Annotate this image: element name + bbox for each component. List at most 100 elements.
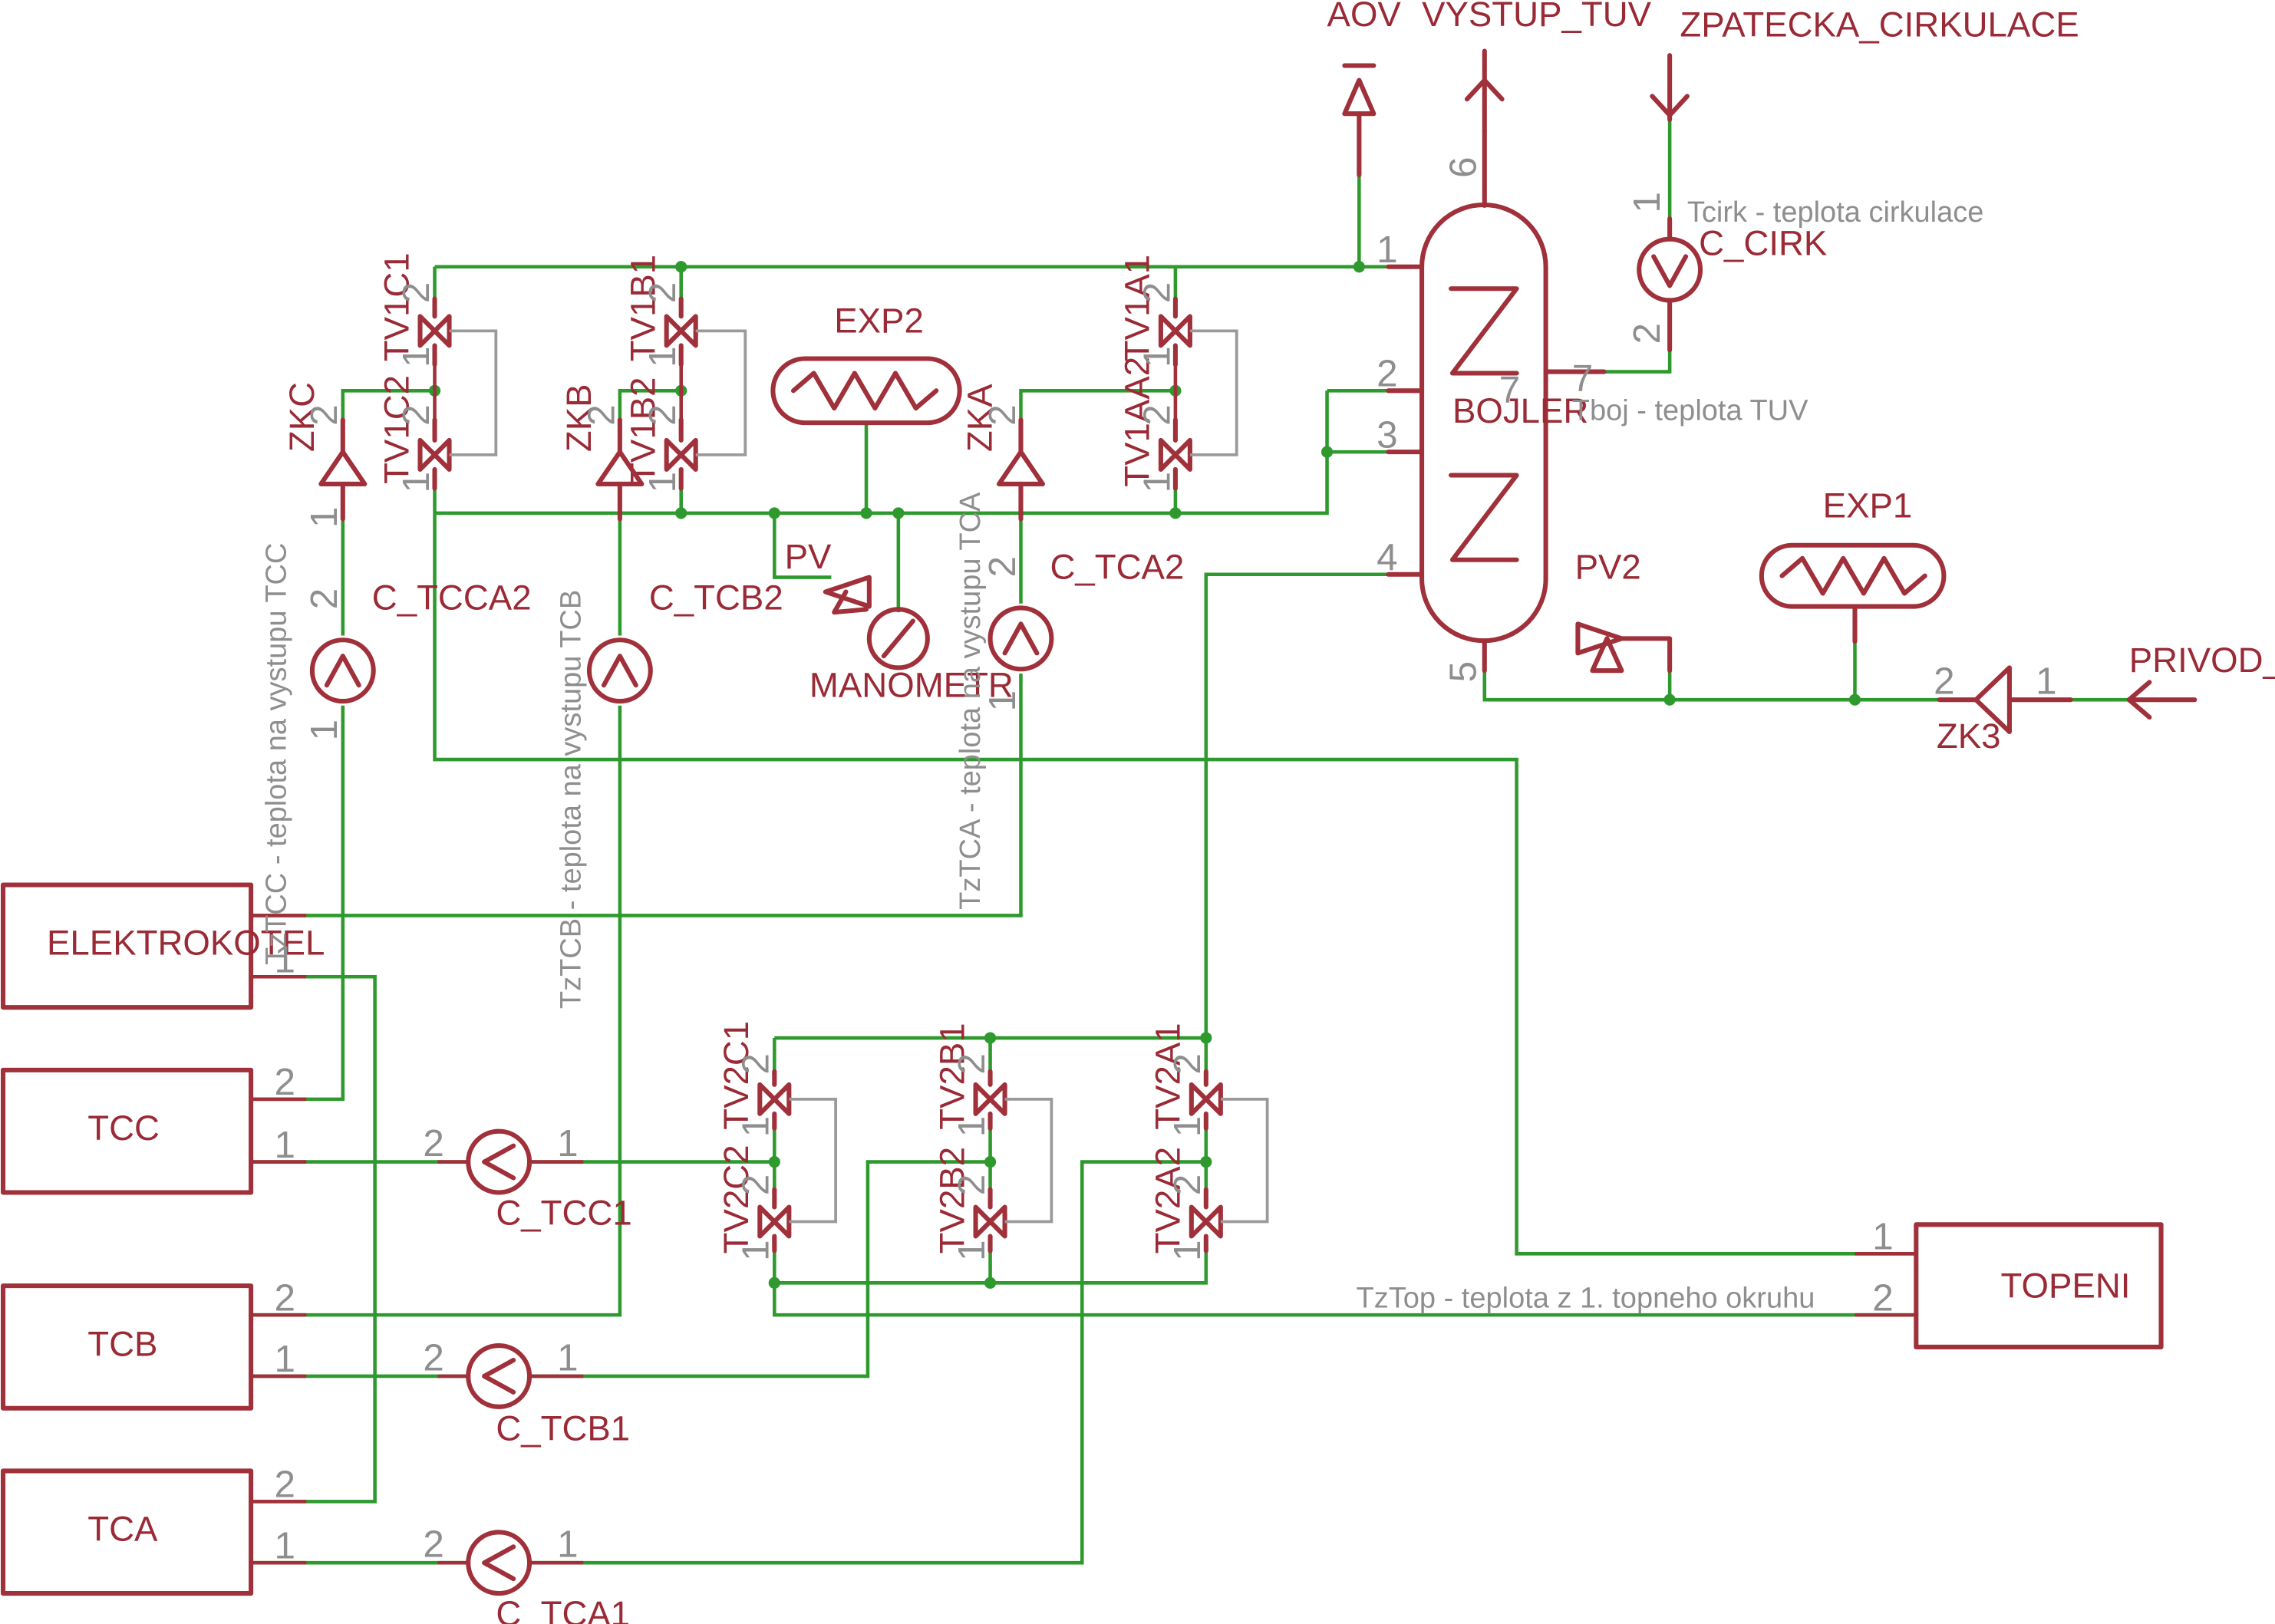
- zkb-label: ZKB: [559, 384, 598, 452]
- svg-text:1: 1: [557, 1524, 578, 1566]
- vystup-arrow-icon: [1464, 48, 1505, 134]
- svg-text:1: 1: [641, 346, 684, 367]
- bojler-label: BOJLER: [1452, 391, 1588, 430]
- zk-check-valves: [318, 417, 1046, 522]
- svg-text:2: 2: [951, 1053, 993, 1074]
- bojler-pin-5: 5: [1442, 661, 1484, 682]
- svg-text:1: 1: [1872, 1216, 1893, 1258]
- zpatecka-arrow-icon: [1650, 53, 1690, 122]
- zk-pin-numbers: 2 1 2 2: [303, 404, 1024, 527]
- exp1-vessel: [1759, 542, 1947, 644]
- svg-text:1: 1: [1166, 1116, 1208, 1137]
- svg-text:2: 2: [423, 1524, 443, 1566]
- svg-text:2: 2: [303, 588, 345, 609]
- c-tca1-label: C_TCA1: [496, 1594, 630, 1624]
- bojler-tank: [1386, 128, 1607, 674]
- c-tca2-label: C_TCA2: [1050, 547, 1184, 586]
- aov-label: AOV: [1327, 0, 1402, 34]
- svg-text:2: 2: [274, 1464, 295, 1506]
- zka-label: ZKA: [960, 384, 999, 452]
- bojler-pin-3: 3: [1377, 413, 1397, 456]
- tv1c2-label: TV1C2: [377, 375, 416, 484]
- svg-text:2: 2: [981, 404, 1024, 425]
- tv1aa2-label: TV1AA2: [1118, 357, 1157, 487]
- svg-text:1: 1: [557, 1336, 578, 1379]
- vertical-pump-pins: 2 1 2 1: [303, 556, 1024, 740]
- svg-text:1: 1: [395, 346, 437, 367]
- svg-text:2: 2: [423, 1336, 443, 1379]
- pv2-label: PV2: [1575, 547, 1641, 586]
- elektrokotel-label: ELEKTROKOTEL: [47, 924, 325, 963]
- zk3-check-valve: [1937, 665, 2073, 735]
- svg-text:1: 1: [274, 1338, 295, 1380]
- svg-text:1: 1: [274, 939, 295, 981]
- bojler-pin-1: 1: [1377, 229, 1397, 271]
- tv2a2-label: TV2A2: [1149, 1147, 1188, 1253]
- svg-text:2: 2: [1872, 1276, 1893, 1319]
- svg-text:1: 1: [274, 1124, 295, 1166]
- pv2-valve: [1575, 621, 1673, 674]
- c-cirk-pump: [1637, 216, 1703, 353]
- zk3-pin-1: 1: [2036, 660, 2056, 703]
- svg-text:1: 1: [641, 472, 684, 492]
- c-tcca2-label: C_TCCA2: [372, 578, 532, 617]
- svg-text:1: 1: [557, 1122, 578, 1164]
- exp2-label: EXP2: [834, 301, 924, 340]
- svg-text:1: 1: [274, 1524, 295, 1566]
- svg-text:2: 2: [641, 404, 684, 425]
- svg-text:1: 1: [735, 1116, 777, 1137]
- svg-text:2: 2: [735, 1174, 777, 1195]
- exp1-label: EXP1: [1823, 486, 1913, 525]
- bojler-pin-2: 2: [1377, 353, 1397, 395]
- manometr-label: MANOMETR: [809, 665, 1014, 704]
- tv2c2-label: TV2C2: [717, 1145, 756, 1253]
- svg-text:2: 2: [1166, 1174, 1208, 1195]
- svg-text:2: 2: [395, 404, 437, 425]
- exp2-vessel: [770, 356, 962, 426]
- tztcc-note: TzTCC - teplota na vystupu TCC: [261, 543, 293, 965]
- privod-label: PRIVOD_SUV: [2129, 641, 2275, 680]
- tcb-label: TCB: [87, 1324, 157, 1363]
- tv1b1-label: TV1B1: [623, 255, 662, 361]
- zk3-label: ZK3: [1937, 716, 2001, 756]
- svg-text:1: 1: [981, 690, 1024, 711]
- tv1a1-label: TV1A1: [1118, 255, 1157, 361]
- tca-label: TCA: [87, 1510, 158, 1549]
- source-boxes: [0, 882, 2164, 1596]
- svg-text:1: 1: [1136, 472, 1178, 492]
- tv1c1-label: TV1C1: [377, 252, 416, 361]
- svg-text:2: 2: [274, 1061, 295, 1103]
- tcirk-note: Tcirk - teplota cirkulace: [1687, 196, 1983, 229]
- tztcb-note: TzTCB - teplota na vystupu TCB: [556, 590, 588, 1009]
- svg-text:1: 1: [395, 472, 437, 492]
- pv-valve: [823, 575, 872, 615]
- svg-text:2: 2: [395, 282, 437, 303]
- svg-text:2: 2: [1136, 282, 1178, 303]
- bojler-pin-7b: 7: [1572, 357, 1593, 399]
- tv2b2-label: TV2B2: [932, 1147, 971, 1253]
- svg-text:1: 1: [303, 720, 345, 740]
- svg-text:1: 1: [951, 1116, 993, 1137]
- svg-text:2: 2: [641, 282, 684, 303]
- c-tcb1-label: C_TCB1: [496, 1409, 630, 1448]
- tv2-pin-numbers: 2 1 2 1 2 1 2 1 2 1 2 1: [735, 1053, 1209, 1261]
- zk3-pin-2: 2: [1934, 660, 1954, 703]
- horizontal-pumps: [437, 1128, 584, 1596]
- svg-text:2: 2: [735, 1053, 777, 1074]
- tboj-note: Tboj - teplota TUV: [1572, 394, 1808, 427]
- c-cirk-pin-2: 2: [1626, 323, 1668, 344]
- svg-text:1: 1: [1166, 1240, 1208, 1260]
- svg-text:1: 1: [951, 1240, 993, 1260]
- net-wires: [251, 117, 2129, 1565]
- vertical-pumps: [309, 605, 1054, 704]
- tv2c1-label: TV2C1: [717, 1021, 756, 1130]
- tv1-pin-numbers: 2 1 2 1 2 1 2 1 2 1 2 1: [395, 282, 1178, 493]
- tv2b1-label: TV2B1: [932, 1023, 971, 1129]
- svg-text:1: 1: [1136, 346, 1178, 367]
- topeni-label: TOPENI: [2001, 1266, 2131, 1305]
- svg-text:2: 2: [1136, 404, 1178, 425]
- c-tcc1-label: C_TCC1: [496, 1193, 631, 1232]
- svg-text:2: 2: [580, 404, 622, 425]
- bojler-pin-4: 4: [1377, 536, 1397, 578]
